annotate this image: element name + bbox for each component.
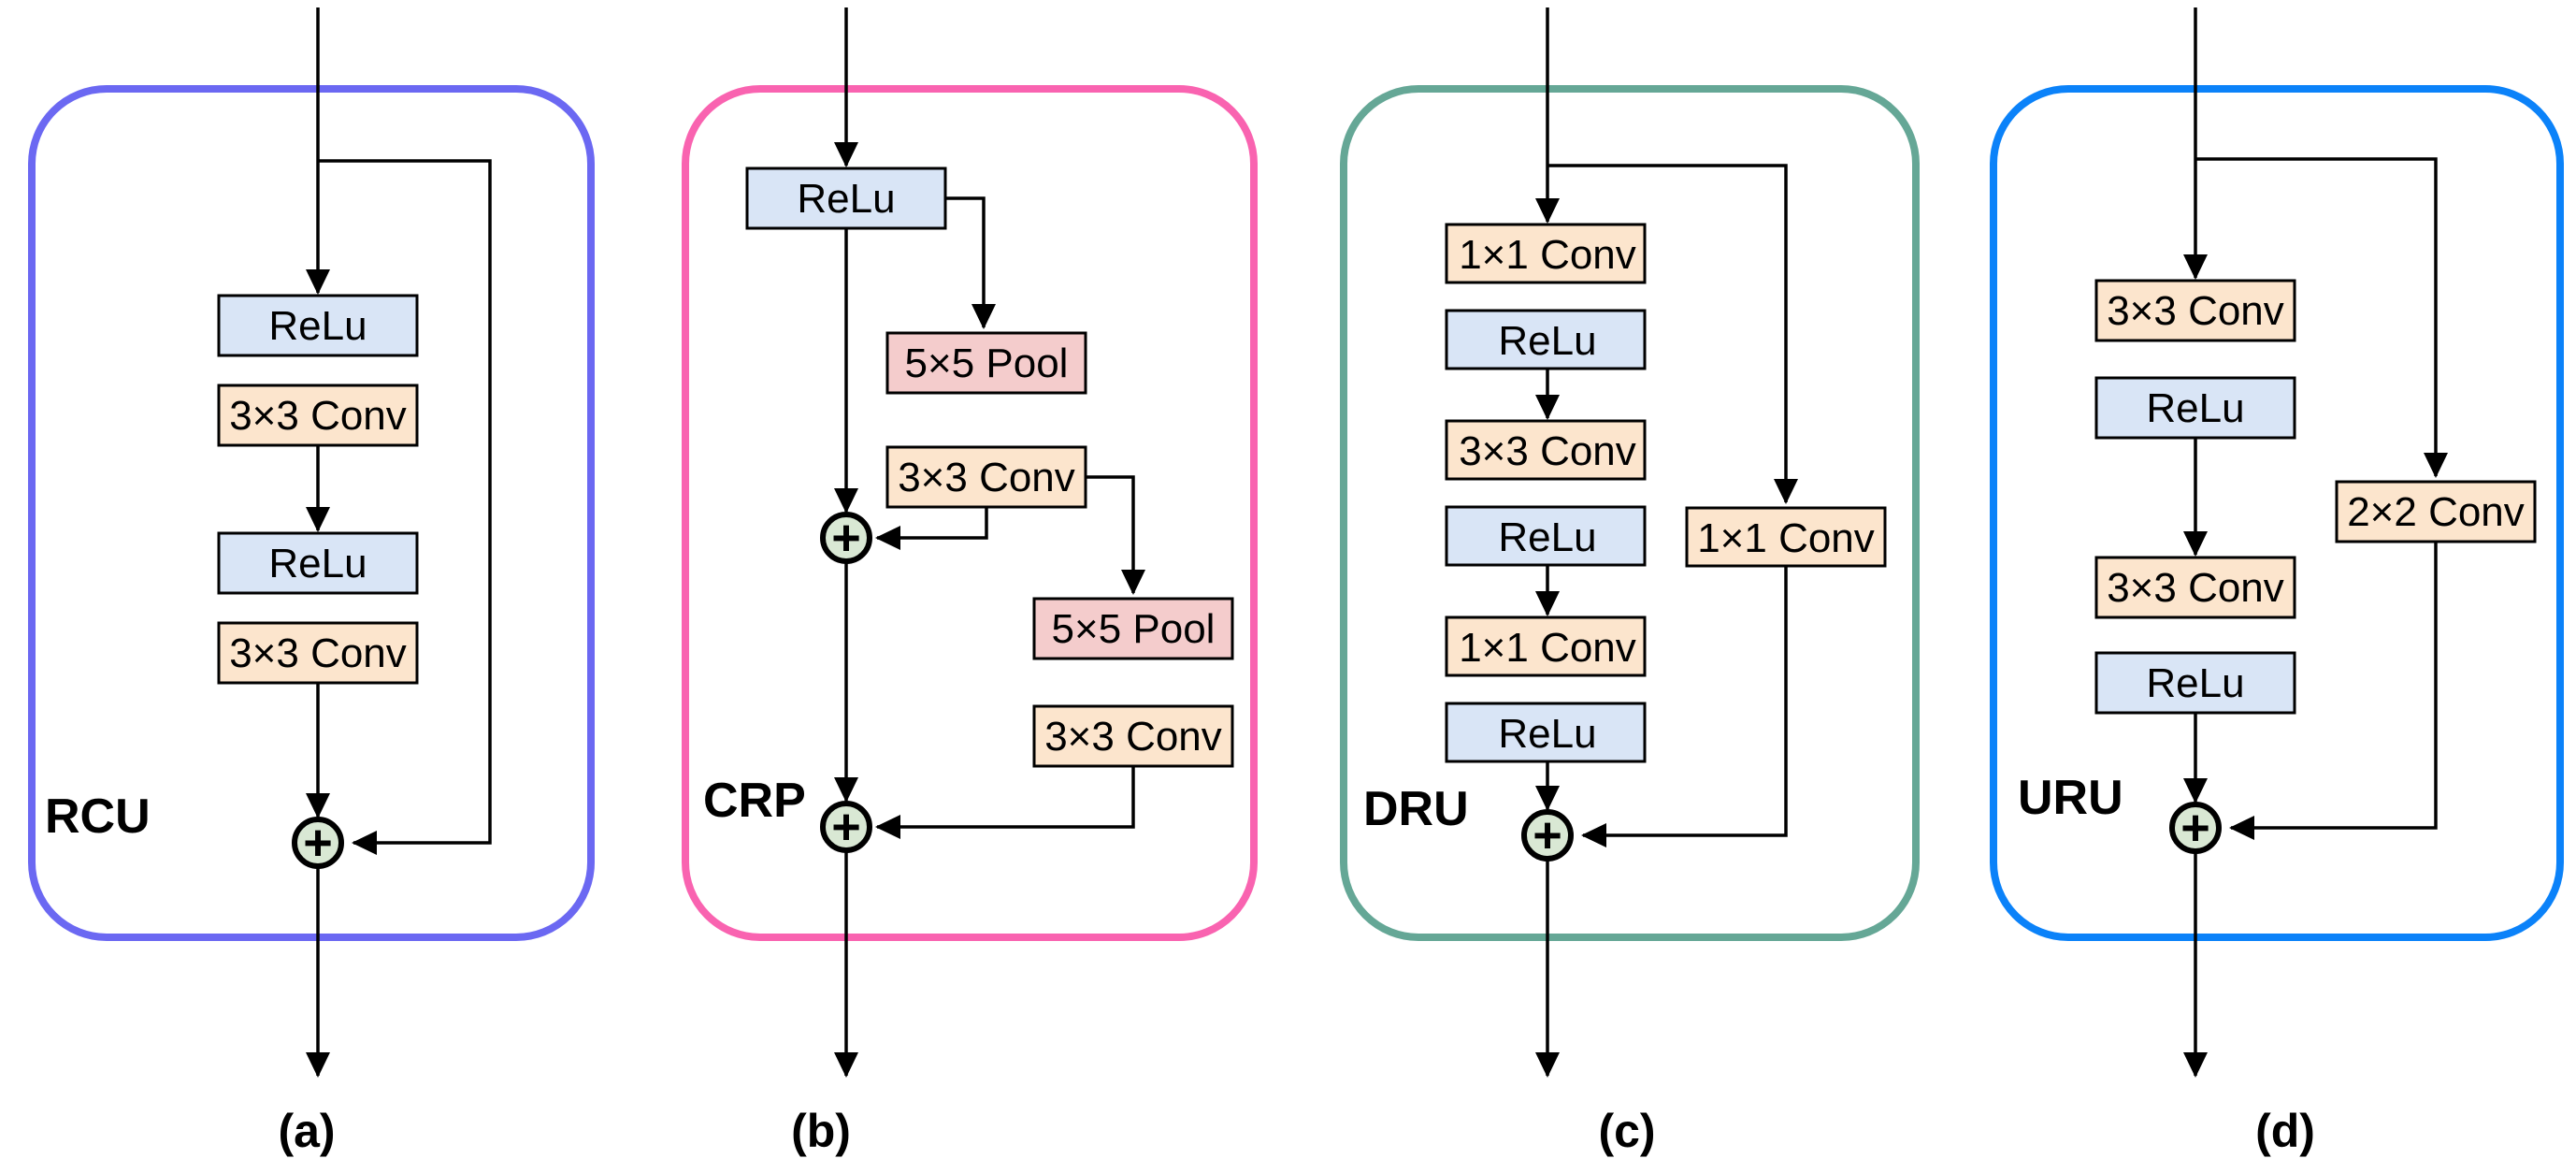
rcu-panel-border	[28, 85, 595, 941]
uru-panel-label: URU	[2018, 771, 2123, 825]
crp-relu-label: ReLu	[797, 176, 895, 222]
dru-panel-label: DRU	[1363, 782, 1469, 836]
crp-plus2-icon: +	[831, 799, 861, 855]
uru-relu2-label: ReLu	[2146, 660, 2244, 706]
crp-pool1-box	[885, 331, 1087, 395]
crp-panel-label: CRP	[703, 774, 806, 828]
uru-skip-conv-label: 2×2 Conv	[2347, 489, 2525, 535]
rcu-relu2-box	[217, 531, 419, 595]
crp-sum1-in-connector	[875, 507, 988, 550]
dru-relu1-label: ReLu	[1498, 318, 1596, 364]
dru-relu2-box	[1445, 505, 1647, 567]
crp-pool1-label: 5×5 Pool	[905, 340, 1069, 386]
uru-panel-border	[1990, 85, 2564, 941]
rcu-conv2-label: 3×3 Conv	[229, 630, 407, 676]
uru-skip-in-connector	[2229, 542, 2438, 840]
rcu-relu2-label: ReLu	[268, 541, 367, 586]
uru-conv1-box	[2094, 279, 2296, 342]
crp-relu-box	[745, 167, 947, 230]
panel-uru: 3×3 Conv ReLu 3×3 Conv ReLu + 2×2 Conv U…	[1990, 7, 2564, 1157]
panel-rcu: ReLu 3×3 Conv ReLu 3×3 Conv + RCU (a)	[28, 7, 595, 1157]
crp-conv1-label: 3×3 Conv	[898, 455, 1075, 500]
uru-skip-connector	[2195, 157, 2448, 478]
panel-crp: ReLu + + 5×5 Pool 3×3 Conv 5×5 Pool 3×3 …	[682, 7, 1258, 1157]
dru-relu3-box	[1445, 702, 1647, 763]
rcu-conv2-box	[217, 621, 419, 685]
dru-conv3-label: 1×1 Conv	[1459, 625, 1636, 671]
uru-plus-icon: +	[2180, 800, 2210, 856]
crp-sum2-in-connector	[875, 766, 1135, 839]
uru-conv2-label: 3×3 Conv	[2107, 565, 2284, 611]
crp-caption: (b)	[791, 1105, 851, 1157]
uru-caption: (d)	[2255, 1105, 2315, 1157]
dru-conv2-box	[1445, 419, 1647, 481]
dru-relu2-label: ReLu	[1498, 514, 1596, 560]
rcu-conv1-box	[217, 384, 419, 447]
dru-panel-border	[1340, 85, 1920, 941]
dru-conv2-label: 3×3 Conv	[1459, 428, 1636, 474]
crp-pool2-box	[1032, 597, 1234, 660]
dru-skip-conv-label: 1×1 Conv	[1697, 515, 1875, 561]
rcu-panel-label: RCU	[45, 789, 151, 844]
dru-relu3-label: ReLu	[1498, 711, 1596, 757]
rcu-skip-connector	[318, 159, 492, 855]
dru-conv1-label: 1×1 Conv	[1459, 232, 1636, 278]
dru-conv1-box	[1445, 223, 1647, 284]
uru-relu2-box	[2094, 651, 2296, 715]
rcu-conv1-label: 3×3 Conv	[229, 393, 407, 439]
uru-conv2-box	[2094, 556, 2296, 619]
crp-pool2-label: 5×5 Pool	[1052, 606, 1216, 652]
crp-conv2-label: 3×3 Conv	[1044, 714, 1222, 760]
dru-caption: (c)	[1598, 1105, 1655, 1157]
uru-relu1-box	[2094, 376, 2296, 440]
crp-panel-border	[682, 85, 1258, 941]
rcu-caption: (a)	[278, 1105, 335, 1157]
crp-branch1-connector	[945, 196, 996, 329]
crp-conv1-box	[885, 445, 1087, 509]
panel-dru: 1×1 Conv ReLu 3×3 Conv ReLu 1×1 Conv ReL…	[1340, 7, 1920, 1157]
dru-skip-in-connector	[1581, 566, 1788, 847]
dru-skip-connector	[1547, 164, 1798, 504]
dru-relu1-box	[1445, 309, 1647, 370]
dru-plus-icon: +	[1533, 807, 1562, 863]
crp-plus1-icon: +	[831, 510, 861, 566]
rcu-relu1-box	[217, 294, 419, 357]
rcu-relu1-label: ReLu	[268, 303, 367, 349]
dru-conv3-box	[1445, 615, 1647, 677]
rcu-sum-junction	[292, 817, 344, 869]
uru-conv1-label: 3×3 Conv	[2107, 288, 2284, 334]
crp-branch2-connector	[1086, 475, 1145, 595]
uru-relu1-label: ReLu	[2146, 385, 2244, 431]
crp-conv2-box	[1032, 704, 1234, 768]
rcu-plus-icon: +	[303, 815, 333, 871]
